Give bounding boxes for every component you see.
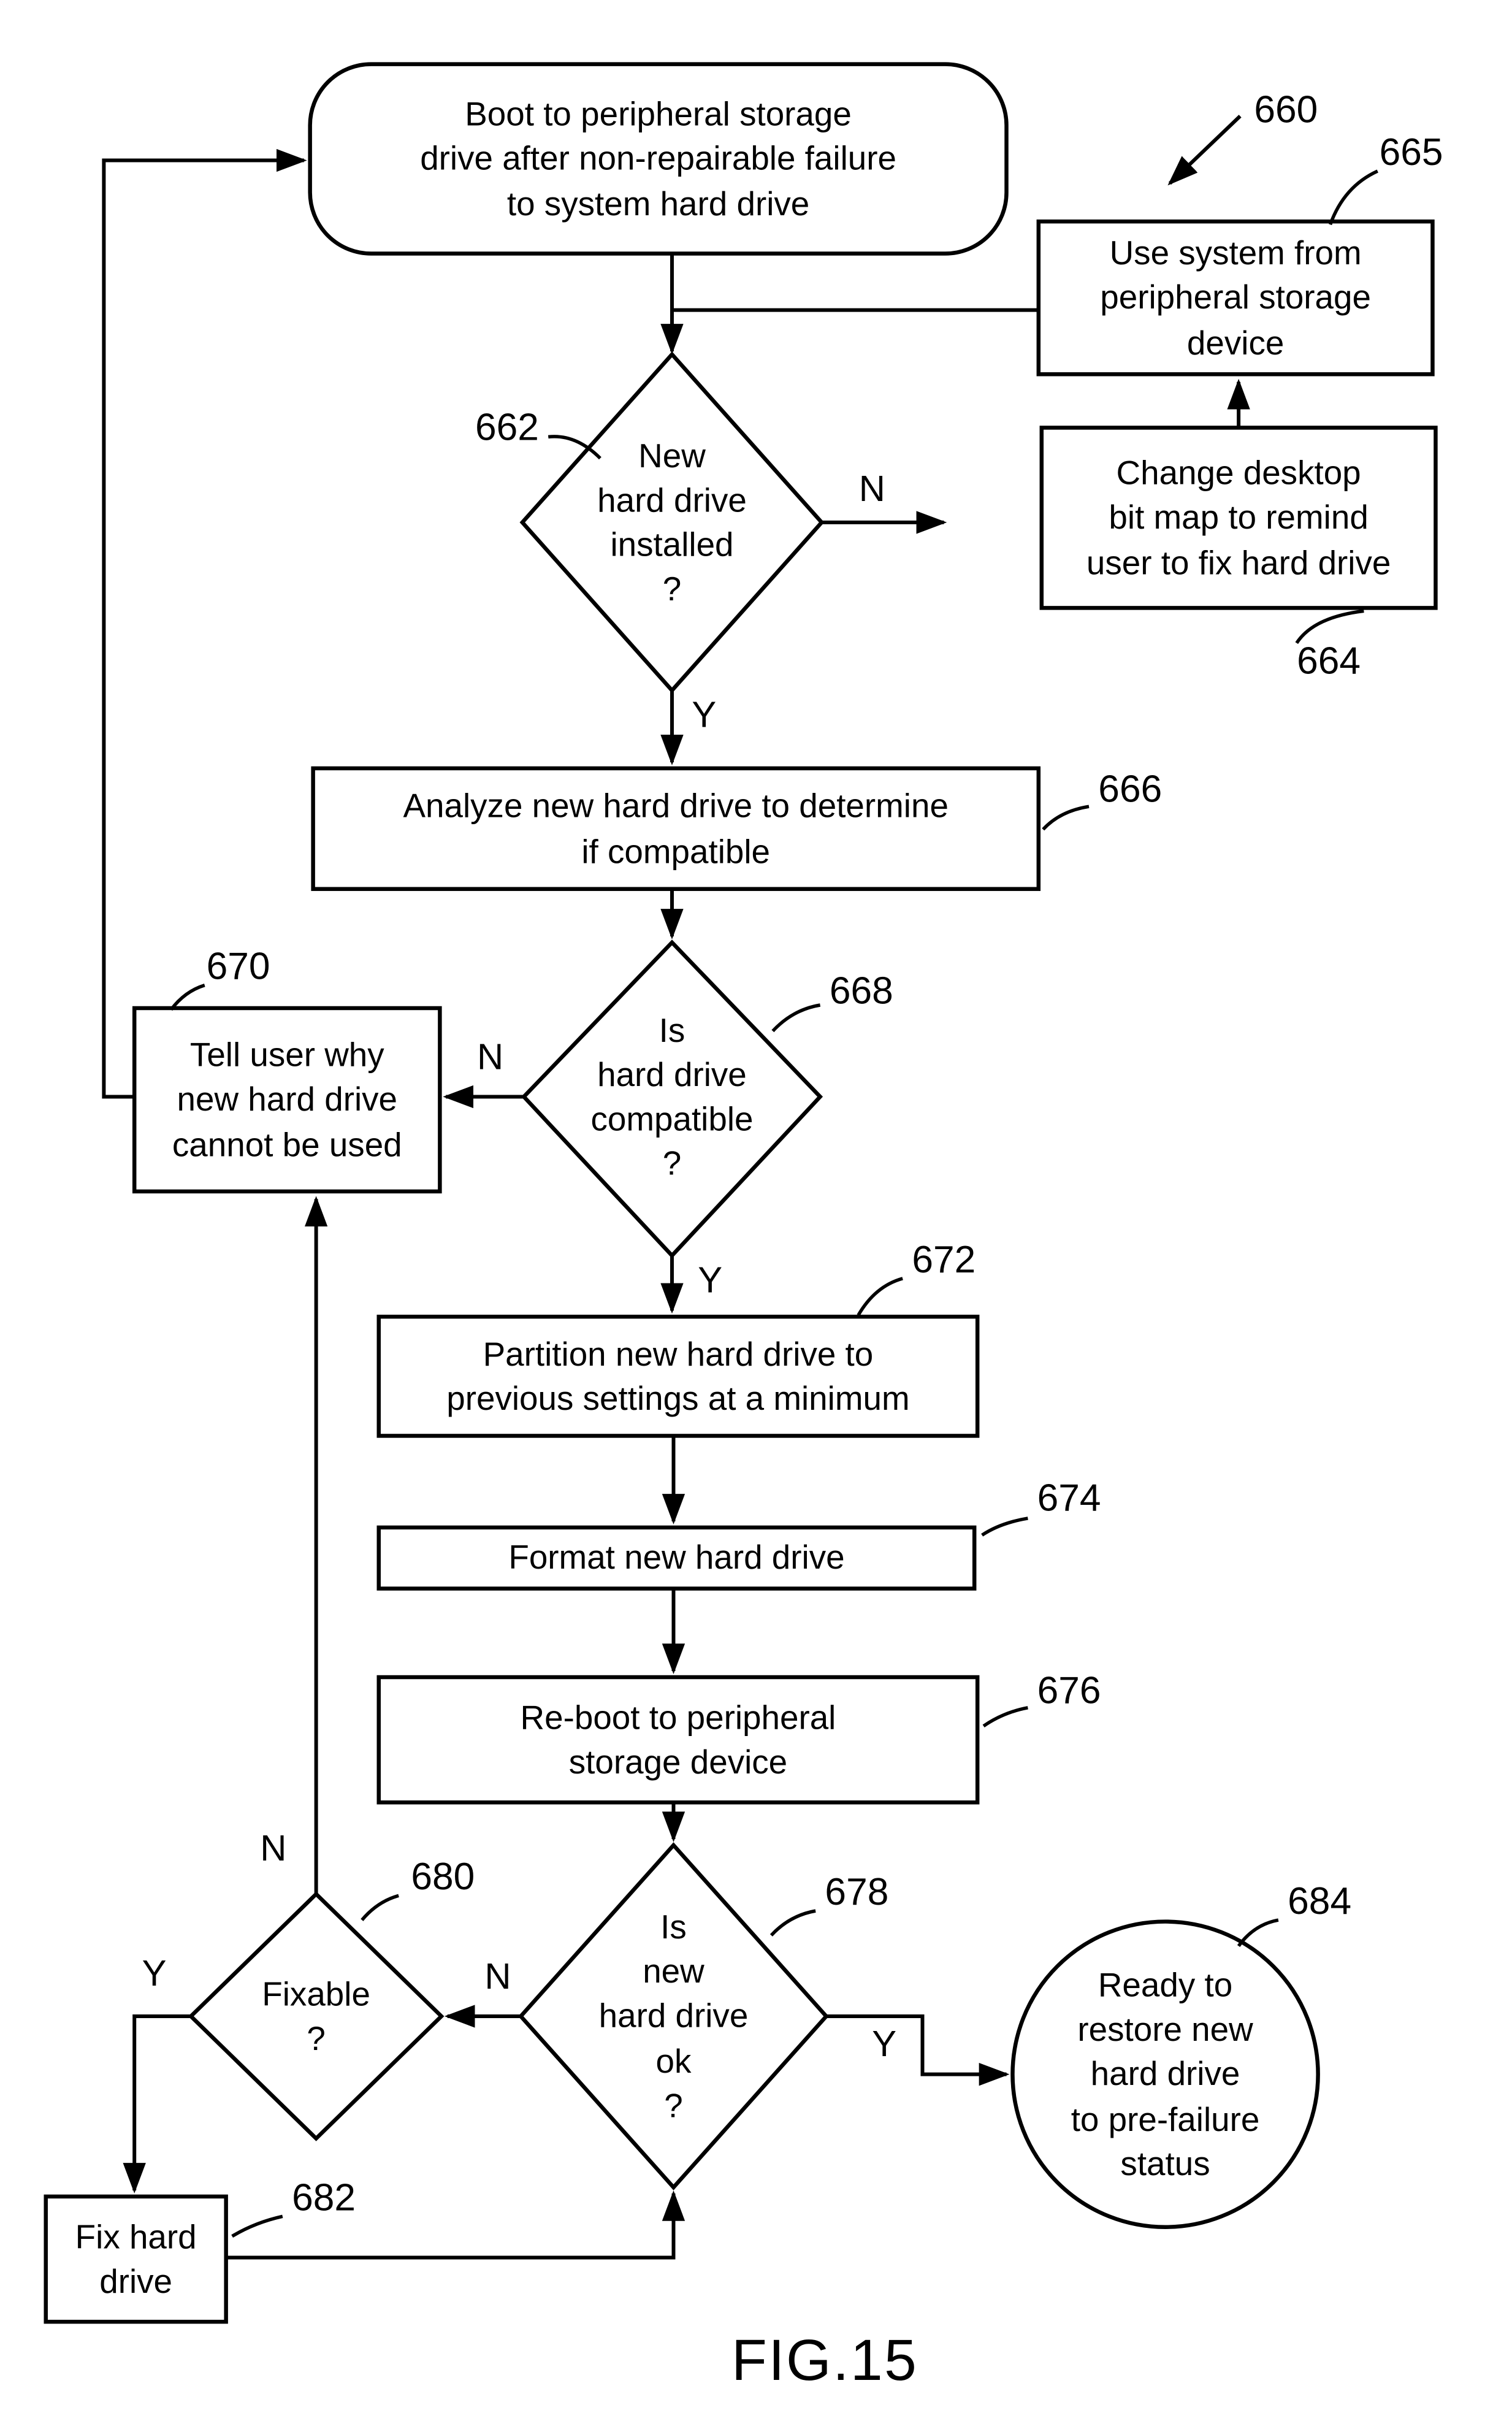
branch-installed-n: N xyxy=(858,469,885,510)
node-fixable-shape xyxy=(188,1891,445,2141)
node-fixable-label: Fixable ? xyxy=(262,1975,370,2058)
ref-682: 682 xyxy=(292,2176,356,2219)
ref-676: 676 xyxy=(1037,1669,1101,1712)
ref-670: 670 xyxy=(206,944,270,988)
ref-668: 668 xyxy=(829,969,893,1012)
branch-drive-ok-y: Y xyxy=(872,2024,897,2065)
ref-678: 678 xyxy=(825,1870,889,1913)
ref-tick-682 xyxy=(231,2214,283,2238)
node-tell-user-shape xyxy=(132,1006,442,1194)
branch-fixable-y: Y xyxy=(142,1953,167,1995)
node-tell-user-label: Tell user why new hard drive cannot be u… xyxy=(172,1036,402,1163)
ref-tick-684 xyxy=(1237,1918,1279,1948)
ref-684: 684 xyxy=(1288,1880,1352,1922)
node-format-shape xyxy=(376,1525,977,1591)
ref-662: 662 xyxy=(475,405,539,449)
node-analyze-shape xyxy=(311,766,1041,891)
node-use-system-label: Use system from peripheral storage devic… xyxy=(1100,234,1372,362)
node-partition-shape xyxy=(376,1314,980,1438)
ref-tick-665 xyxy=(1328,169,1378,226)
ref-tick-664 xyxy=(1295,609,1364,644)
node-boot-shape xyxy=(308,62,1009,256)
ref-tick-668 xyxy=(771,1003,821,1033)
ref-tick-674 xyxy=(981,1516,1028,1537)
ref-660: 660 xyxy=(1254,88,1318,131)
ref-tick-680 xyxy=(361,1894,399,1921)
ref-tick-666 xyxy=(1042,805,1090,831)
edge-tell-user-boot xyxy=(102,148,307,1099)
edge-fix-drive-drive-ok xyxy=(226,2190,685,2260)
ref-664: 664 xyxy=(1297,639,1361,683)
branch-drive-ok-n: N xyxy=(484,1956,511,1998)
node-reboot-shape xyxy=(376,1675,980,1805)
node-use-system-shape xyxy=(1036,219,1435,377)
ref-tick-676 xyxy=(982,1706,1028,1727)
branch-compatible-y: Y xyxy=(698,1260,723,1302)
ref-665: 665 xyxy=(1379,130,1443,174)
node-boot-label: Boot to peripheral storage drive after n… xyxy=(420,95,896,223)
node-drive-ok-shape xyxy=(518,1842,829,2190)
node-compatible-shape xyxy=(521,939,823,1259)
ref-680: 680 xyxy=(411,1855,475,1898)
figure-caption: FIG.15 xyxy=(731,2328,918,2393)
branch-compatible-n: N xyxy=(476,1037,504,1079)
ref-tick-662 xyxy=(548,435,601,460)
ref-tick-678 xyxy=(769,1909,816,1937)
node-installed-label: New hard drive installed ? xyxy=(597,437,747,608)
ref-674: 674 xyxy=(1037,1476,1101,1520)
ref-666: 666 xyxy=(1098,767,1163,811)
edge-drive-ok-y xyxy=(826,2014,1010,2086)
node-compatible-label: Is hard drive compatible ? xyxy=(590,1011,754,1183)
node-ready-label: Ready to restore new hard drive to pre-f… xyxy=(1071,1966,1260,2182)
edge-fixable-y xyxy=(123,2014,191,2193)
flow-ref-arrow xyxy=(1167,115,1242,186)
node-partition-label: Partition new hard drive to previous set… xyxy=(446,1334,910,1418)
ref-672: 672 xyxy=(912,1237,976,1281)
node-reboot-label: Re-boot to peripheral storage device xyxy=(520,1698,836,1781)
ref-tick-670 xyxy=(169,984,205,1011)
node-analyze-label: Analyze new hard drive to determine if c… xyxy=(403,787,949,870)
node-ready-shape xyxy=(1010,1919,1320,2229)
branch-installed-y: Y xyxy=(692,695,717,736)
node-fix-drive-label: Fix hard drive xyxy=(75,2217,197,2301)
node-change-bitmap-label: Change desktop bit map to remind user to… xyxy=(1086,454,1391,581)
node-drive-ok-label: Is new hard drive ok ? xyxy=(598,1908,749,2124)
ref-tick-672 xyxy=(857,1277,903,1317)
node-format-label: Format new hard drive xyxy=(508,1539,845,1577)
branch-fixable-n: N xyxy=(260,1828,287,1870)
